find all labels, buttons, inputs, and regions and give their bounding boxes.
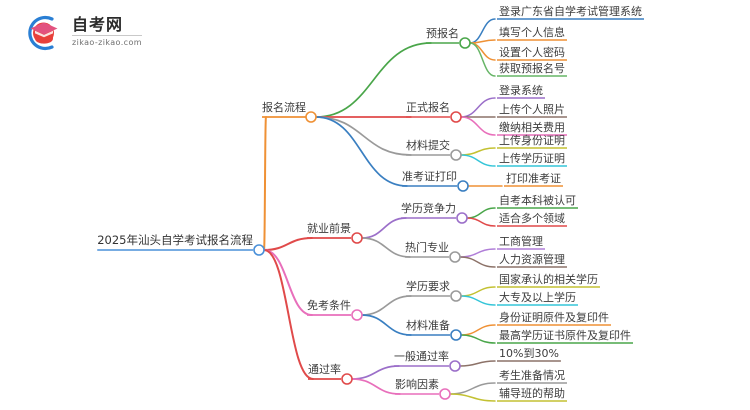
mindmap-edge	[449, 382, 496, 395]
mindmap-edge	[449, 393, 496, 402]
mindmap-edge	[460, 154, 496, 167]
leaf-label-适合多个领域: 适合多个领域	[499, 212, 565, 225]
leaf-label-国家承认的相关学历: 国家承认的相关学历	[499, 273, 598, 286]
leaf-label-考生准备情况: 考生准备情况	[499, 369, 565, 382]
mindmap-edge	[263, 116, 267, 251]
sub-branch-label-影响因素: 影响因素	[395, 378, 439, 391]
sub-branch-label-正式报名: 正式报名	[406, 101, 450, 114]
logo-domain: zikao-zikao.com	[72, 38, 142, 47]
sub-branch-node-学历竞争力[interactable]	[456, 212, 468, 224]
leaf-label-最高学历证书原件及复印件: 最高学历证书原件及复印件	[499, 329, 631, 342]
mindmap-nodes	[253, 37, 471, 400]
sub-branch-node-材料准备[interactable]	[450, 329, 462, 341]
mindmap-edge	[469, 42, 496, 77]
leaf-label-登录系统: 登录系统	[499, 84, 543, 97]
logo-wordmark: 自考网 zikao-zikao.com	[72, 17, 142, 49]
sub-branch-node-影响因素[interactable]	[439, 388, 451, 400]
leaf-label-打印准考证: 打印准考证	[506, 172, 561, 185]
sub-branch-label-热门专业: 热门专业	[405, 241, 449, 254]
sub-branch-node-材料提交[interactable]	[450, 149, 462, 161]
leaf-label-缴纳相关费用: 缴纳相关费用	[499, 121, 565, 134]
leaf-label-上传身份证明: 上传身份证明	[499, 134, 565, 147]
mindmap-edge	[466, 207, 496, 219]
mindmap-edge	[263, 249, 314, 380]
mindmap-edge	[460, 295, 496, 306]
logo-title: 自考网	[72, 17, 142, 36]
sub-branch-label-一般通过率: 一般通过率	[394, 350, 449, 363]
mindmap-edge	[351, 365, 400, 380]
root-node-label: 2025年汕头自学考试报名流程	[97, 232, 253, 247]
sub-branch-label-预报名: 预报名	[426, 27, 459, 40]
leaf-label-辅导班的帮助: 辅导班的帮助	[499, 387, 565, 400]
branch-node-就业前景[interactable]	[351, 232, 363, 244]
sub-branch-node-正式报名[interactable]	[450, 111, 462, 123]
mindmap-edge	[263, 237, 313, 251]
leaf-label-自考本科被认可: 自考本科被认可	[499, 194, 576, 207]
branch-node-报名流程[interactable]	[305, 111, 317, 123]
mindmap-edge	[315, 116, 412, 156]
root-node[interactable]	[253, 244, 265, 256]
sub-branch-label-准考证打印: 准考证打印	[402, 170, 457, 183]
leaf-label-获取预报名号: 获取预报名号	[499, 62, 565, 75]
mindmap-edge	[460, 324, 496, 336]
mindmap-edge	[466, 217, 496, 227]
branch-node-通过率[interactable]	[341, 373, 353, 385]
mindmap-edge	[315, 42, 432, 118]
mindmap-edge	[459, 360, 496, 367]
branch-node-免考条件[interactable]	[351, 309, 363, 321]
mindmap-edges	[263, 18, 503, 402]
branch-label-通过率: 通过率	[308, 363, 341, 376]
logo-graduation-cap-icon	[28, 15, 58, 51]
sub-branch-label-学历要求: 学历要求	[406, 280, 450, 293]
sub-branch-node-准考证打印[interactable]	[457, 180, 469, 192]
leaf-label-填写个人信息: 填写个人信息	[499, 26, 565, 39]
mindmap-edge	[459, 248, 496, 258]
mindmap-edge	[361, 217, 407, 239]
leaf-label-工商管理: 工商管理	[499, 235, 543, 248]
mindmap-edge	[460, 334, 496, 344]
mindmap-edge	[361, 295, 412, 316]
mindmap-edge	[361, 314, 412, 336]
branch-label-报名流程: 报名流程	[262, 101, 306, 114]
leaf-label-大专及以上学历: 大专及以上学历	[499, 291, 576, 304]
leaf-label-上传个人照片: 上传个人照片	[499, 103, 565, 116]
logo-mark-icon	[22, 13, 66, 53]
leaf-label-人力资源管理: 人力资源管理	[499, 253, 565, 266]
leaf-label-登录广东省自学考试管理系统: 登录广东省自学考试管理系统	[499, 5, 642, 18]
sub-branch-node-热门专业[interactable]	[449, 251, 461, 263]
branch-label-免考条件: 免考条件	[307, 299, 351, 312]
leaf-label-10%到30%: 10%到30%	[499, 347, 559, 360]
branch-label-就业前景: 就业前景	[307, 222, 351, 235]
sub-branch-node-一般通过率[interactable]	[449, 360, 461, 372]
sub-branch-node-学历要求[interactable]	[450, 290, 462, 302]
mindmap-edge	[460, 286, 496, 297]
mindmap-label-underlines	[97, 18, 644, 402]
site-logo: 自考网 zikao-zikao.com	[22, 10, 172, 56]
mindmap-edge	[460, 97, 496, 118]
mindmap-edge	[361, 237, 411, 258]
leaf-label-设置个人密码: 设置个人密码	[499, 46, 565, 59]
mindmap-edge	[460, 147, 496, 156]
mindmap-edge	[460, 116, 496, 136]
leaf-label-身份证明原件及复印件: 身份证明原件及复印件	[499, 311, 609, 324]
leaf-label-上传学历证明: 上传学历证明	[499, 152, 565, 165]
mindmap-edge	[263, 249, 313, 316]
sub-branch-label-材料提交: 材料提交	[406, 139, 450, 152]
mindmap-edge	[351, 378, 401, 395]
sub-branch-node-预报名[interactable]	[459, 37, 471, 49]
mindmap-edge	[315, 116, 408, 187]
mindmap-edge	[459, 256, 496, 268]
sub-branch-label-材料准备: 材料准备	[406, 319, 450, 332]
sub-branch-label-学历竞争力: 学历竞争力	[401, 202, 456, 215]
